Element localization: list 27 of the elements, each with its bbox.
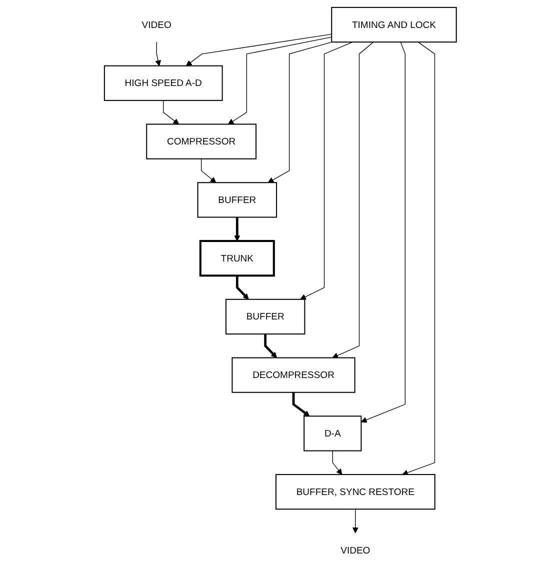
node-box: COMPRESSOR xyxy=(146,124,256,160)
arrow xyxy=(154,42,161,66)
arrow xyxy=(332,42,374,358)
node-box: HIGH SPEED A-D xyxy=(104,65,222,101)
node-box: BUFFER xyxy=(196,182,277,218)
node-box: TIMING AND LOCK xyxy=(330,6,456,43)
node-box: BUFFER xyxy=(225,298,305,334)
arrow xyxy=(162,100,179,124)
node-box: BUFFER, SYNC RESTORE xyxy=(275,474,435,510)
node-box: DECOMPRESSOR xyxy=(231,357,355,393)
node-text: VIDEO xyxy=(141,18,171,30)
arrow xyxy=(292,392,310,416)
node-box: TRUNK xyxy=(199,240,275,277)
node-box: D-A xyxy=(303,416,362,452)
arrow xyxy=(300,42,353,300)
arrow xyxy=(236,276,248,300)
arrow xyxy=(186,34,332,66)
arrow xyxy=(264,334,277,358)
arrow xyxy=(332,450,342,475)
arrow xyxy=(402,42,435,476)
arrow xyxy=(234,217,240,242)
node-text: VIDEO xyxy=(340,544,370,556)
arrow xyxy=(228,36,332,124)
arrow xyxy=(200,158,216,183)
arrow xyxy=(267,42,332,183)
arrow xyxy=(352,508,358,534)
arrow xyxy=(360,42,406,423)
